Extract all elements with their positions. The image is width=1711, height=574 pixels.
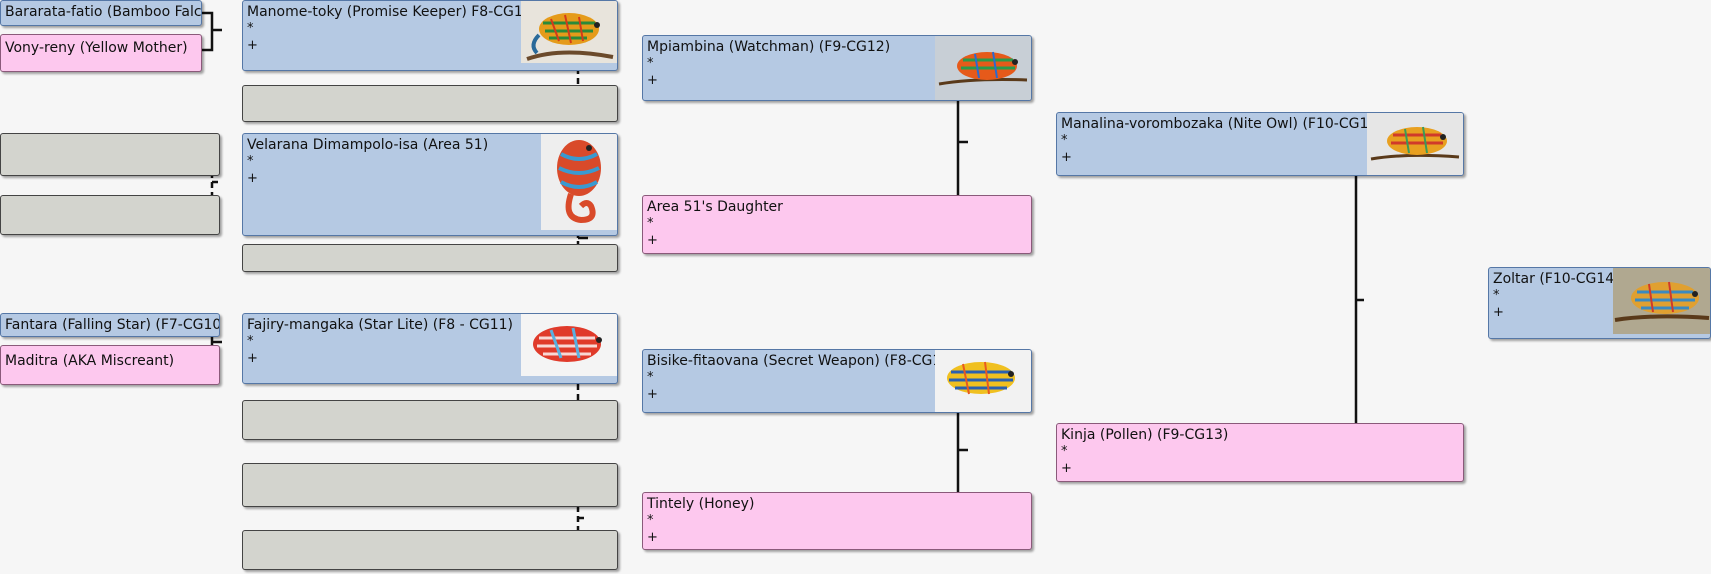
- ancestor-death-line: +: [247, 38, 258, 53]
- ancestor-birth-line: *: [1061, 444, 1068, 459]
- chameleon-photo: [935, 350, 1031, 412]
- ancestor-death-line: +: [647, 233, 658, 248]
- ancestor-name: Tintely (Honey): [647, 496, 755, 512]
- ancestor-node-unknown[interactable]: [0, 195, 220, 235]
- chameleon-photo: [1367, 113, 1463, 175]
- ancestor-node-fajiry-mangaka[interactable]: Fajiry-mangaka (Star Lite) (F8 - CG11) *…: [242, 313, 618, 384]
- ancestor-node-unknown[interactable]: [242, 530, 618, 570]
- ancestor-name: Fajiry-mangaka (Star Lite) (F8 - CG11): [247, 317, 514, 333]
- ancestor-name: Mpiambina (Watchman) (F9-CG12): [647, 39, 891, 55]
- ancestor-node-vony-reny[interactable]: Vony-reny (Yellow Mother): [0, 34, 202, 72]
- ancestor-node-kinja[interactable]: Kinja (Pollen) (F9-CG13) * +: [1056, 423, 1464, 482]
- ancestor-birth-line: *: [247, 21, 254, 36]
- ancestor-node-unknown[interactable]: [242, 463, 618, 507]
- ancestor-node-maditra[interactable]: Maditra (AKA Miscreant): [0, 345, 220, 385]
- subject-node-zoltar[interactable]: Zoltar (F10-CG14) * +: [1488, 267, 1711, 339]
- ancestor-name: Fantara (Falling Star) (F7-CG10): [5, 317, 220, 333]
- ancestor-name: Manalina-vorombozaka (Nite Owl) (F10-CG1…: [1061, 116, 1383, 132]
- subject-death-line: +: [1493, 305, 1504, 320]
- ancestor-birth-line: *: [647, 513, 654, 528]
- ancestor-node-bisike-fitaovana[interactable]: Bisike-fitaovana (Secret Weapon) (F8-CG1…: [642, 349, 1032, 413]
- ancestor-node-tintely[interactable]: Tintely (Honey) * +: [642, 492, 1032, 550]
- ancestor-node-unknown[interactable]: [242, 244, 618, 272]
- ancestor-name: Kinja (Pollen) (F9-CG13): [1061, 427, 1229, 443]
- ancestor-death-line: +: [647, 530, 658, 545]
- ancestor-node-manalina-vorombozaka[interactable]: Manalina-vorombozaka (Nite Owl) (F10-CG1…: [1056, 112, 1464, 176]
- ancestor-birth-line: *: [647, 370, 654, 385]
- ancestor-node-unknown[interactable]: [0, 133, 220, 176]
- ancestor-birth-line: *: [247, 334, 254, 349]
- chameleon-photo: [521, 1, 617, 63]
- ancestor-name: Area 51's Daughter: [647, 199, 783, 215]
- ancestor-name: Maditra (AKA Miscreant): [5, 353, 175, 369]
- subject-birth-line: *: [1493, 288, 1500, 303]
- ancestor-death-line: +: [647, 73, 658, 88]
- ancestor-name: Bisike-fitaovana (Secret Weapon) (F8-CG1…: [647, 353, 956, 369]
- ancestor-name: Vony-reny (Yellow Mother): [5, 40, 188, 56]
- ancestor-node-fantara[interactable]: Fantara (Falling Star) (F7-CG10): [0, 313, 220, 337]
- ancestor-death-line: +: [247, 351, 258, 366]
- ancestor-death-line: +: [247, 171, 258, 186]
- ancestor-node-manome-toky[interactable]: Manome-toky (Promise Keeper) F8-CG10 * +: [242, 0, 618, 71]
- chameleon-photo: [935, 36, 1031, 100]
- ancestor-node-area-51-daughter[interactable]: Area 51's Daughter * +: [642, 195, 1032, 254]
- ancestor-node-unknown[interactable]: [242, 85, 618, 122]
- ancestor-name: Bararata-fatio (Bamboo Falcon): [5, 4, 202, 20]
- ancestor-birth-line: *: [1061, 133, 1068, 148]
- subject-name: Zoltar (F10-CG14): [1493, 271, 1620, 287]
- chameleon-photo: [521, 314, 617, 376]
- ancestor-birth-line: *: [647, 56, 654, 71]
- ancestor-name: Manome-toky (Promise Keeper) F8-CG10: [247, 4, 532, 20]
- ancestor-death-line: +: [647, 387, 658, 402]
- ancestor-birth-line: *: [647, 216, 654, 231]
- ancestor-death-line: +: [1061, 461, 1072, 476]
- ancestor-name: Velarana Dimampolo-isa (Area 51): [247, 137, 489, 153]
- chameleon-photo: [1613, 268, 1710, 334]
- ancestor-node-velarana[interactable]: Velarana Dimampolo-isa (Area 51) * +: [242, 133, 618, 236]
- ancestor-node-mpiambina[interactable]: Mpiambina (Watchman) (F9-CG12) * +: [642, 35, 1032, 101]
- ancestor-birth-line: *: [247, 154, 254, 169]
- chameleon-photo: [541, 134, 617, 230]
- ancestor-node-bararata-fatio[interactable]: Bararata-fatio (Bamboo Falcon): [0, 0, 202, 26]
- ancestor-death-line: +: [1061, 150, 1072, 165]
- ancestor-node-unknown[interactable]: [242, 400, 618, 440]
